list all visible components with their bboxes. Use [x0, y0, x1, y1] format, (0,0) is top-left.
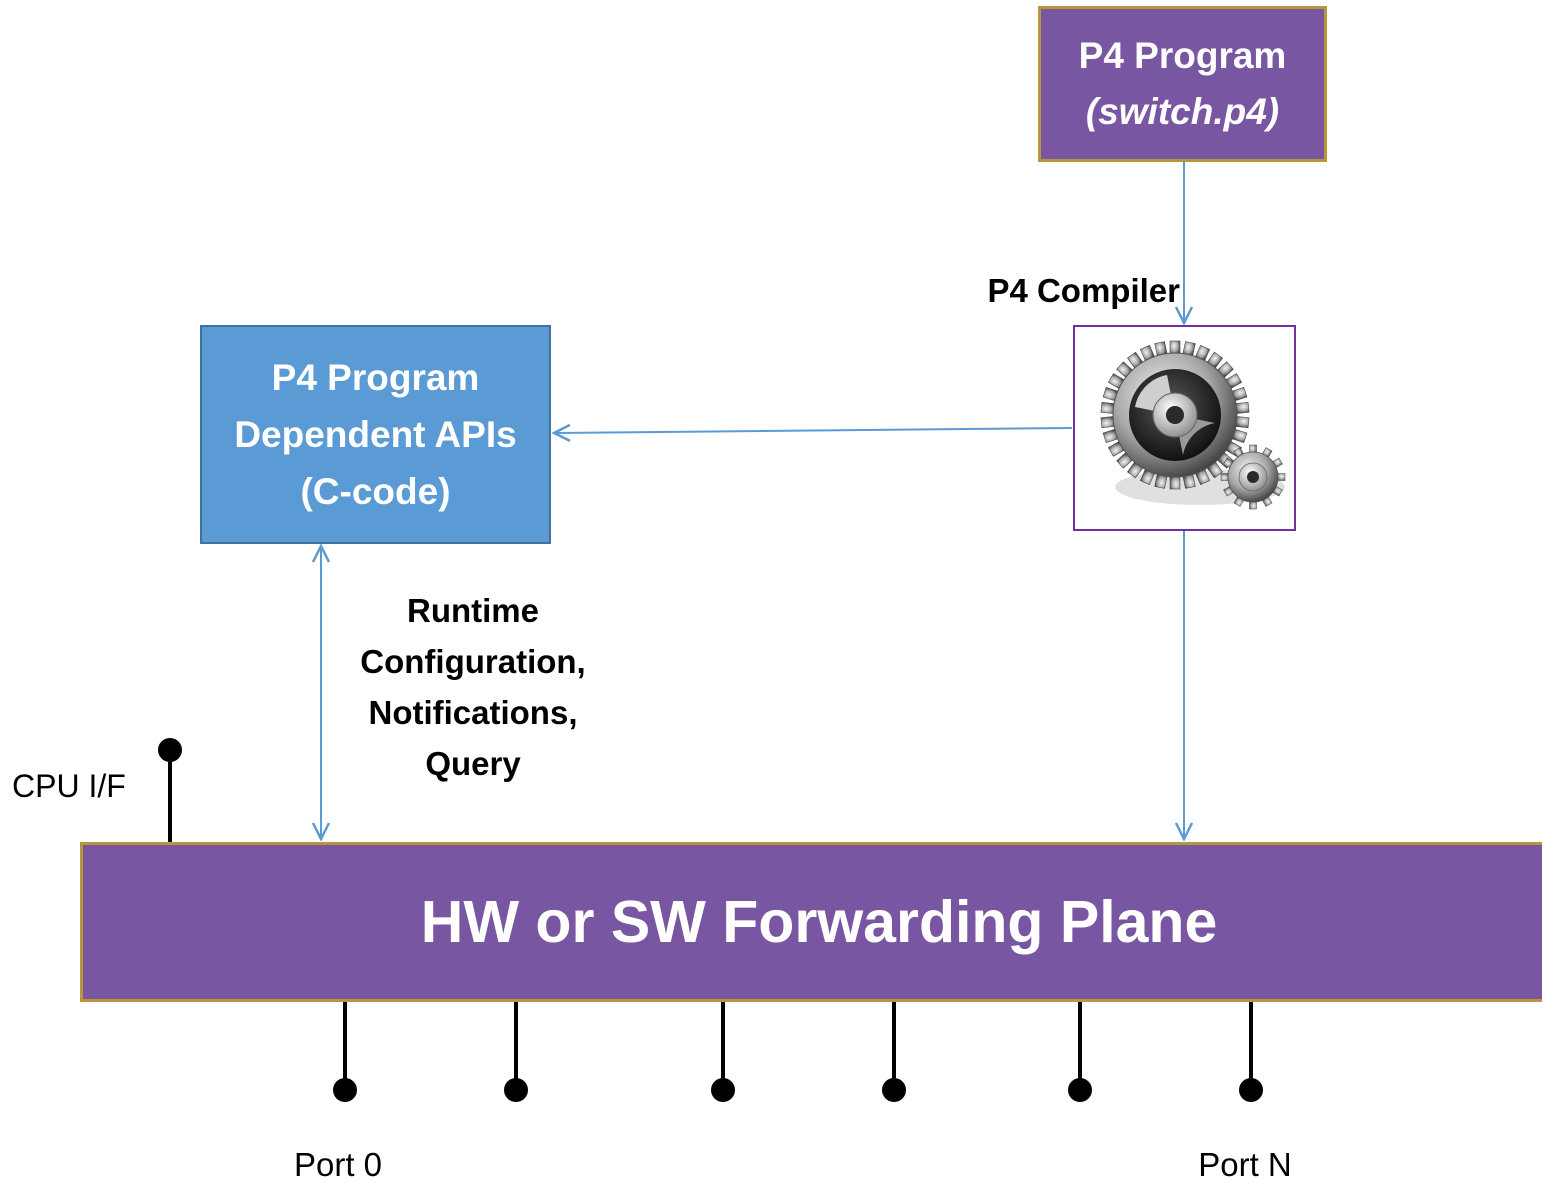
api-line: P4 Program: [271, 357, 480, 398]
cpu-interface-label: CPU I/F: [12, 768, 126, 804]
runtime-line: Query: [425, 745, 521, 782]
forwarding-plane-box: HW or SW Forwarding Plane: [80, 842, 1542, 1002]
p4-program-box: P4 Program (switch.p4): [1038, 6, 1327, 162]
port-dot: [882, 1078, 906, 1102]
port-dot: [1068, 1078, 1092, 1102]
cpu-interface-dot: [158, 738, 182, 762]
runtime-line: Configuration,: [360, 643, 586, 680]
api-line: Dependent APIs: [234, 414, 517, 455]
ports-group: [333, 1002, 1263, 1102]
forwarding-plane-title: HW or SW Forwarding Plane: [420, 889, 1218, 955]
port-dot: [711, 1078, 735, 1102]
port-dot: [333, 1078, 357, 1102]
port-dot: [504, 1078, 528, 1102]
compiler-label: P4 Compiler: [987, 272, 1180, 309]
runtime-line: Runtime: [407, 592, 539, 629]
p4-program-filename: (switch.p4): [1085, 91, 1280, 132]
api-line: (C-code): [300, 471, 451, 512]
port-dot: [1239, 1078, 1263, 1102]
gears-icon: [1100, 340, 1286, 510]
port-first-label: Port 0: [293, 1146, 383, 1183]
compiler-box: [1073, 325, 1296, 531]
arrow-compiler-to-apis: [554, 428, 1073, 433]
port-last-label: Port N: [1198, 1146, 1292, 1183]
runtime-label: Runtime Configuration, Notifications, Qu…: [338, 585, 608, 789]
p4-program-title: P4 Program: [1078, 35, 1287, 76]
program-dependent-apis-box: P4 Program Dependent APIs (C-code): [200, 325, 551, 544]
runtime-line: Notifications,: [368, 694, 578, 731]
